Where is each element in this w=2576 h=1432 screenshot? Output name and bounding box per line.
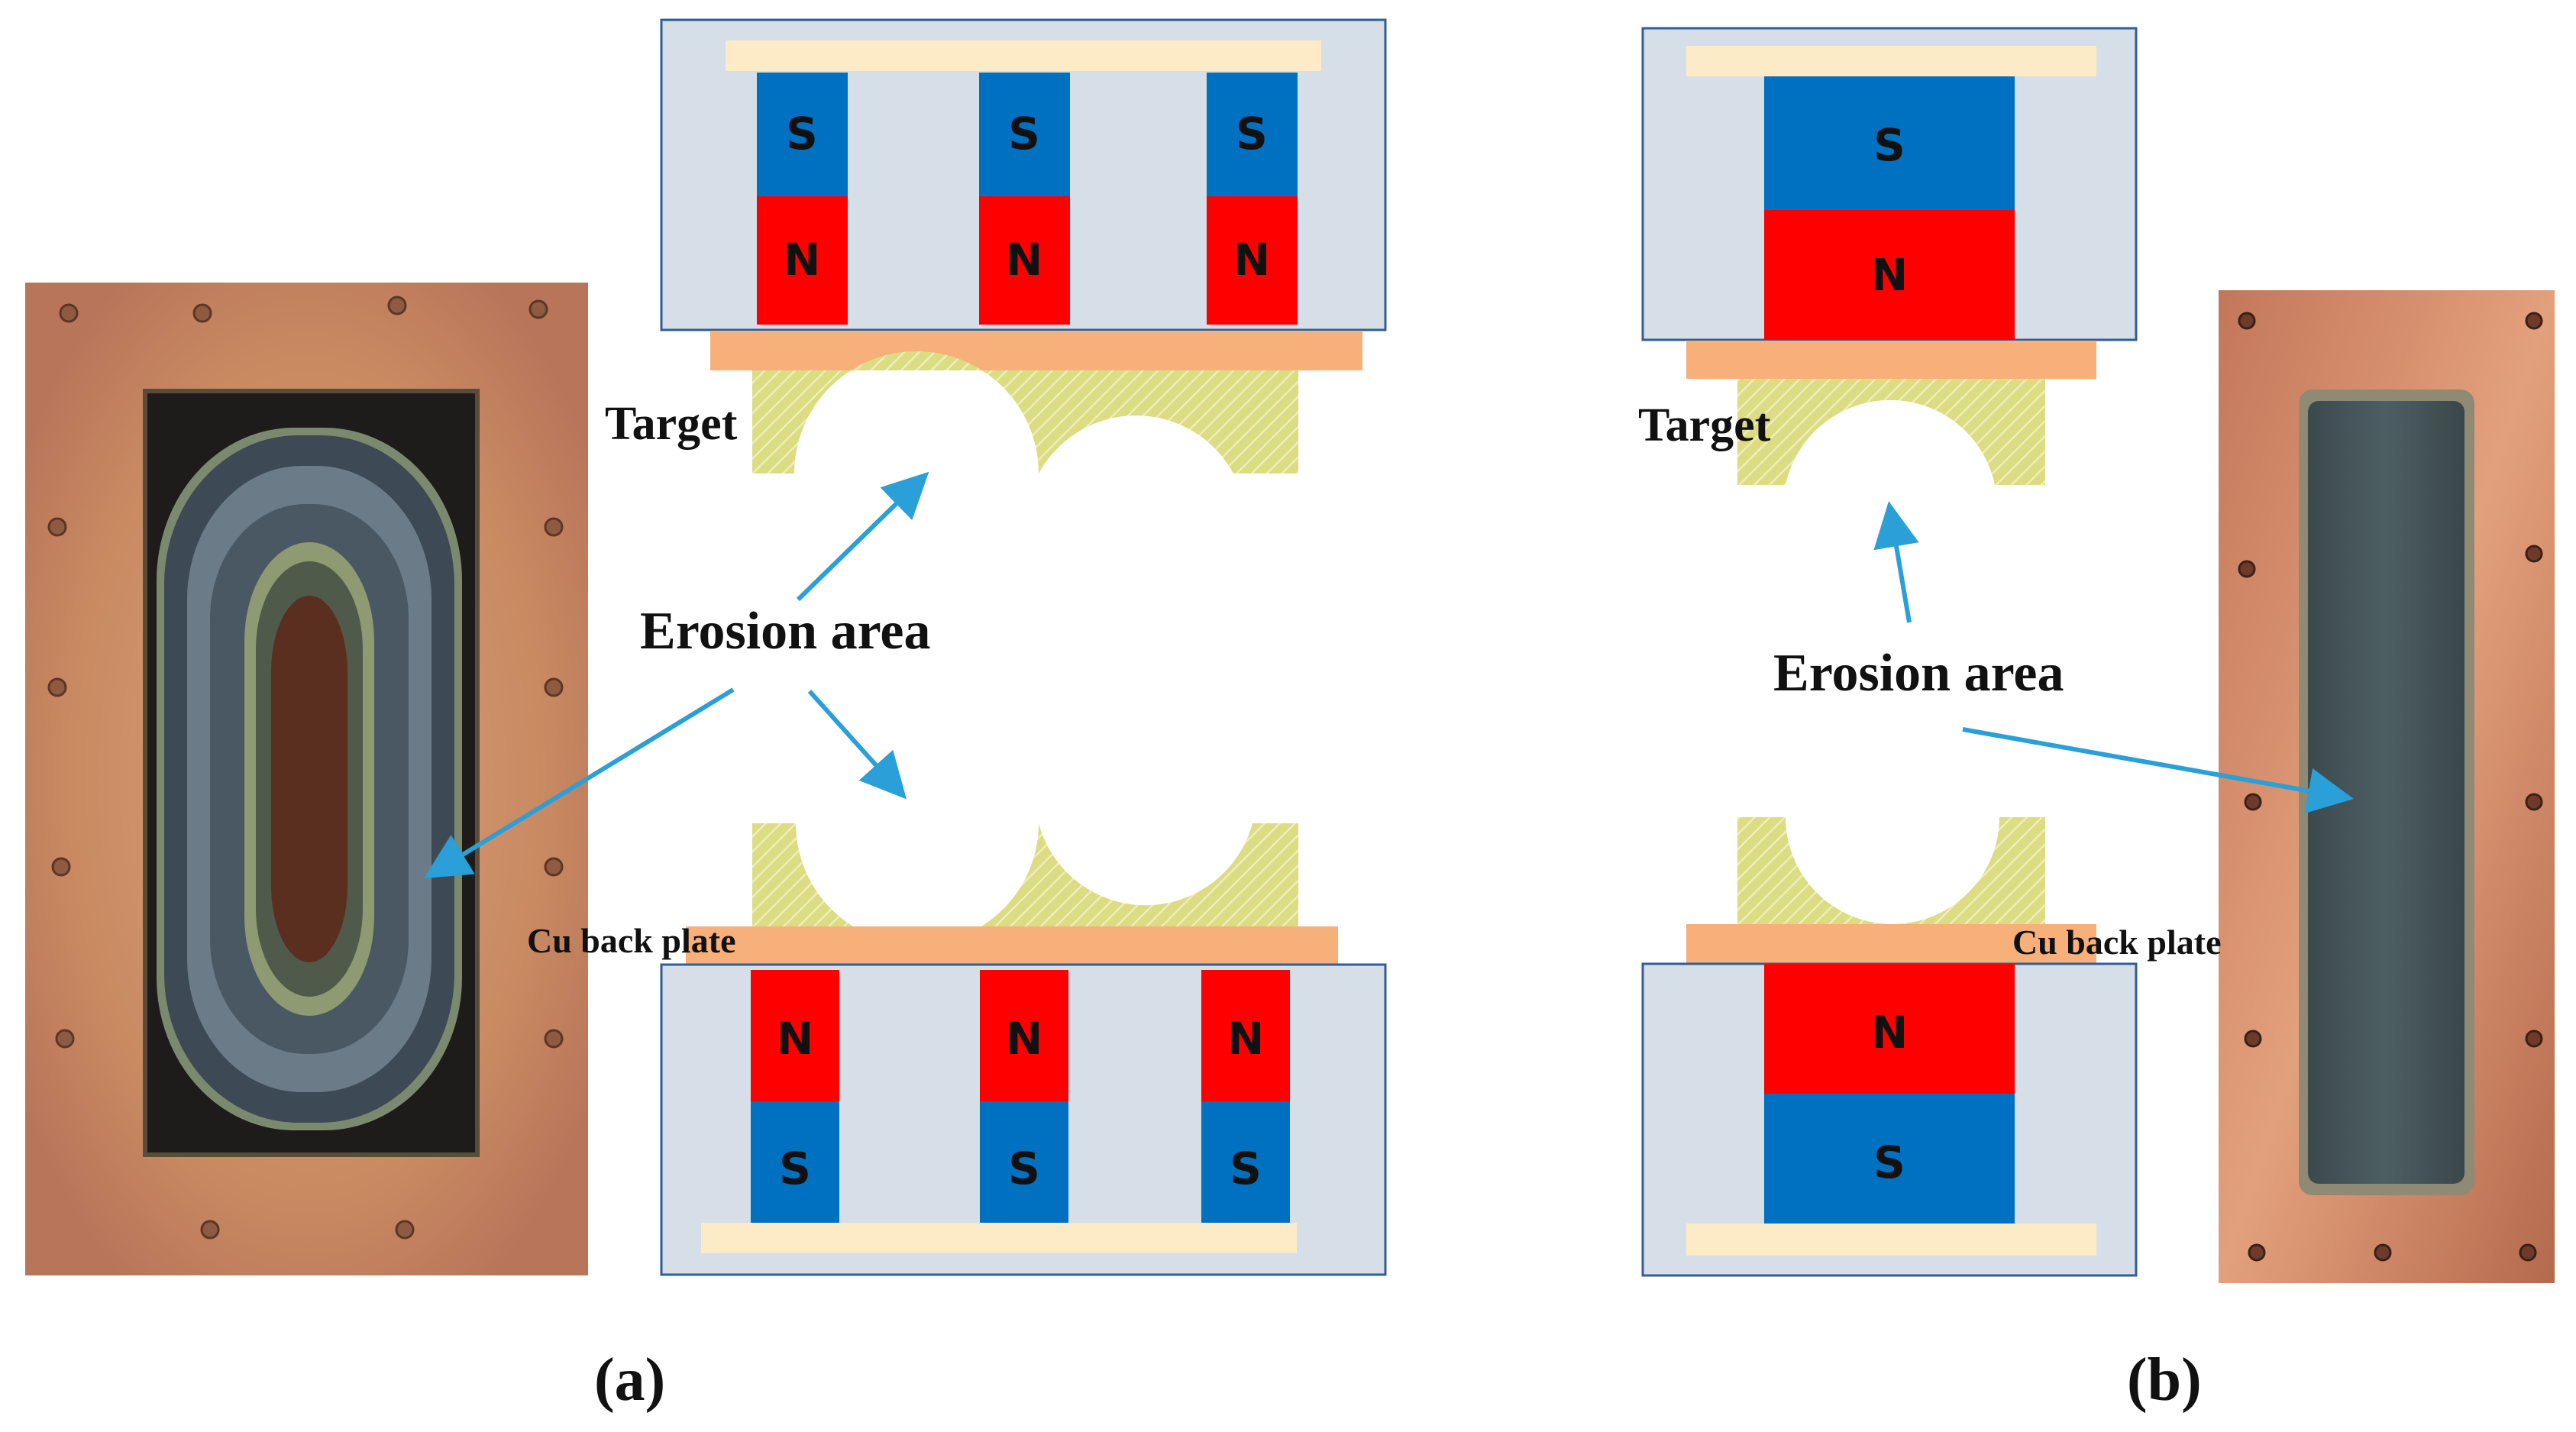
diagram-b-bottom-assembly: N S — [1641, 817, 2138, 1277]
yoke-bar — [701, 1223, 1297, 1253]
pole-label-s: S — [1008, 108, 1040, 160]
erosion-area-label-a: Erosion area — [640, 602, 931, 661]
pole-label-n: N — [784, 234, 821, 286]
magnet: S N — [979, 73, 1070, 325]
diagram-a-bottom-assembly: N S N S N S — [660, 823, 1387, 1276]
eroded-target — [1737, 379, 2045, 485]
arrow-to-top-target-a — [796, 471, 929, 602]
magnet: S N — [1207, 73, 1298, 325]
target-label-b: Target — [1638, 399, 1771, 451]
pole-label-n: N — [1006, 234, 1043, 286]
target-label-a: Target — [605, 398, 738, 450]
panel-label-b: (b) — [2127, 1346, 2202, 1414]
eroded-target — [1737, 817, 2045, 926]
pole-label-n: N — [1227, 1013, 1265, 1065]
pole-label-n: N — [1233, 234, 1271, 286]
photo-a-worn-target — [25, 283, 588, 1275]
pole-label-s: S — [1873, 119, 1905, 171]
magnet: N S — [1764, 964, 2015, 1224]
pole-label-n: N — [1871, 249, 1909, 301]
magnet: N S — [980, 970, 1068, 1225]
magnet: S N — [1764, 76, 2015, 340]
cu-back-plate — [710, 331, 1362, 370]
pole-label-s: S — [1873, 1136, 1905, 1188]
magnet: N S — [751, 970, 839, 1225]
cu-back-plate-label-a: Cu back plate — [527, 921, 736, 960]
yoke-bar — [726, 40, 1321, 71]
diagram-a-top-assembly: S N S N S N — [660, 18, 1387, 474]
erosion-arrows — [423, 471, 2354, 879]
pole-label-n: N — [1871, 1007, 1909, 1059]
erosion-area-label-b: Erosion area — [1773, 644, 2064, 703]
pole-label-s: S — [1008, 1143, 1040, 1194]
pole-label-s: S — [1236, 108, 1268, 160]
pole-label-s: S — [786, 108, 818, 160]
yoke-bar — [1686, 46, 2096, 76]
cu-back-plate — [1686, 924, 2096, 964]
magnet: N S — [1201, 970, 1290, 1225]
yoke-bar — [1686, 1224, 2096, 1256]
arrow-to-bottom-target-a — [807, 689, 907, 800]
eroded-target — [752, 351, 1298, 474]
arrow-to-top-target-b — [1873, 501, 1919, 623]
panel-label-a: (a) — [594, 1346, 666, 1414]
photo-b-worn-target — [2219, 290, 2555, 1283]
eroded-target — [752, 823, 1298, 945]
cu-back-plate — [686, 926, 1338, 965]
arrow-to-photo-b — [1962, 727, 2354, 814]
diagram-b-top-assembly: S N — [1641, 27, 2138, 485]
cu-back-plate-label-b: Cu back plate — [2012, 923, 2222, 962]
pole-label-n: N — [1006, 1013, 1043, 1065]
pole-label-n: N — [777, 1013, 814, 1065]
cu-back-plate — [1686, 341, 2096, 379]
magnet: S N — [757, 73, 848, 325]
arrow-to-photo-a — [423, 687, 735, 879]
pole-label-s: S — [1230, 1143, 1262, 1194]
pole-label-s: S — [779, 1143, 811, 1194]
